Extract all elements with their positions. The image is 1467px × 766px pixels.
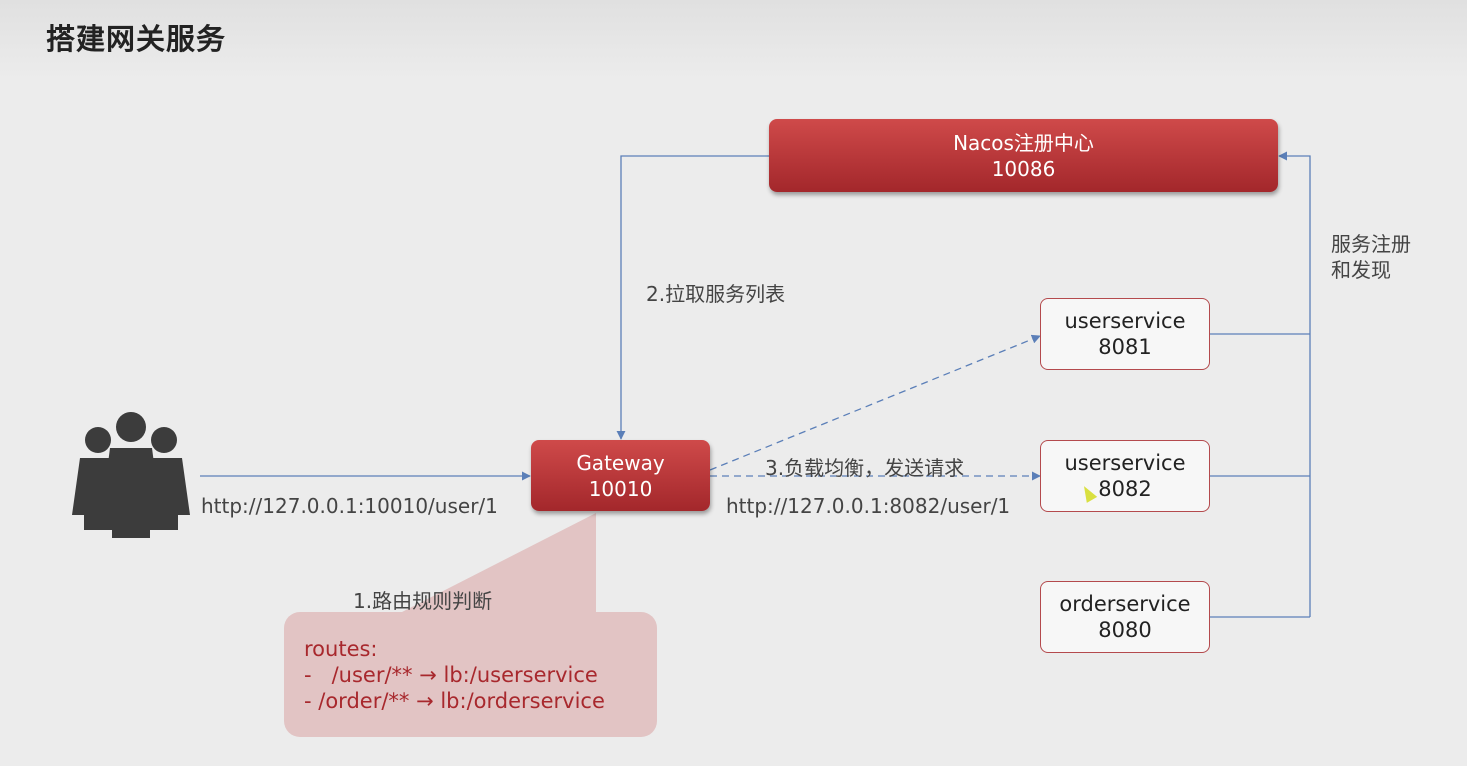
page-title: 搭建网关服务 — [46, 22, 227, 56]
route-rule-user: - /user/** → lb:/userservice — [304, 663, 598, 687]
users-group-icon — [72, 412, 190, 538]
service-port: 8082 — [1098, 477, 1152, 501]
userservice-8081-box: userservice 8081 — [1040, 298, 1210, 370]
service-port: 8080 — [1098, 618, 1152, 642]
orderservice-8080-box: orderservice 8080 — [1040, 581, 1210, 653]
pull-service-list-arrow — [616, 155, 769, 440]
gateway-port: 10010 — [588, 476, 653, 501]
routes-callout: routes: - /user/** → lb:/userservice - /… — [284, 612, 657, 737]
service-name: userservice — [1064, 451, 1186, 475]
service-name: orderservice — [1059, 592, 1191, 616]
register-discovery-label: 服务注册 和发现 — [1331, 231, 1411, 283]
route-rule-order: - /order/** → lb:/orderservice — [304, 689, 605, 713]
header-band — [0, 0, 1467, 80]
service-name: userservice — [1064, 309, 1186, 333]
client-url-label: http://127.0.0.1:10010/user/1 — [201, 494, 498, 518]
routes-header: routes: — [304, 637, 378, 661]
load-balance-label: 3.负载均衡，发送请求 — [765, 456, 965, 480]
route-callout-tail — [402, 513, 596, 612]
gateway-box: Gateway 10010 — [531, 440, 710, 511]
balance-arrow-8081 — [709, 334, 1041, 471]
pull-list-label: 2.拉取服务列表 — [646, 282, 786, 306]
route-judge-label: 1.路由规则判断 — [353, 589, 493, 613]
register-label-line2: 和发现 — [1331, 258, 1391, 282]
register-label-line1: 服务注册 — [1331, 232, 1411, 256]
nacos-port: 10086 — [991, 156, 1056, 181]
nacos-name: Nacos注册中心 — [953, 130, 1094, 155]
register-discovery-arrow — [1278, 151, 1311, 617]
nacos-registry-box: Nacos注册中心 10086 — [769, 119, 1278, 192]
service-port: 8081 — [1098, 335, 1152, 359]
service-url-label: http://127.0.0.1:8082/user/1 — [726, 494, 1011, 518]
gateway-name: Gateway — [576, 450, 665, 475]
userservice-8082-box: userservice 8082 — [1040, 440, 1210, 512]
